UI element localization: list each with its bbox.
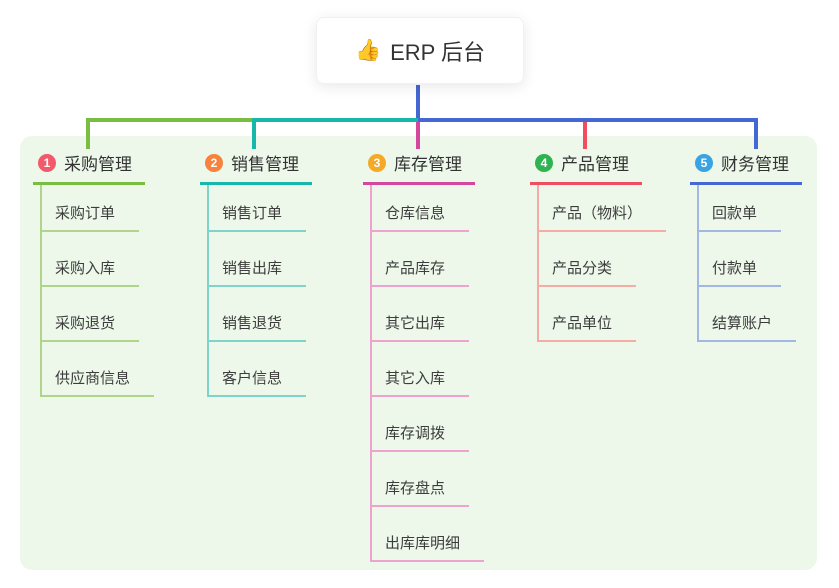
node-item[interactable]: 库存盘点 bbox=[370, 452, 470, 507]
topic-label: 产品管理 bbox=[561, 155, 629, 174]
thumbs-up-icon: 👍 bbox=[354, 39, 382, 62]
drop-connector-product bbox=[583, 122, 587, 149]
node-item[interactable]: 采购订单 bbox=[40, 185, 140, 232]
children-sales: 销售订单 销售出库 销售退货 客户信息 bbox=[207, 185, 312, 397]
node-item[interactable]: 销售退货 bbox=[207, 287, 307, 342]
badge-number-icon: 3 bbox=[368, 153, 386, 172]
node-item[interactable]: 销售订单 bbox=[207, 185, 307, 232]
root-trunk-connector bbox=[416, 85, 420, 118]
branch-finance: 5 财务管理 回款单 付款单 结算账户 bbox=[690, 148, 802, 342]
drop-connector-finance bbox=[754, 118, 758, 149]
node-item[interactable]: 采购退货 bbox=[40, 287, 140, 342]
node-item[interactable]: 回款单 bbox=[697, 185, 782, 232]
topic-label: 财务管理 bbox=[721, 155, 789, 174]
mindmap-canvas-panel bbox=[20, 136, 817, 570]
topic-purchase[interactable]: 1 采购管理 bbox=[33, 148, 145, 185]
node-item[interactable]: 付款单 bbox=[697, 232, 782, 287]
children-product: 产品（物料） 产品分类 产品单位 bbox=[537, 185, 667, 342]
node-item[interactable]: 其它出库 bbox=[370, 287, 470, 342]
node-item[interactable]: 产品单位 bbox=[537, 287, 637, 342]
node-item[interactable]: 产品分类 bbox=[537, 232, 637, 287]
branch-product: 4 产品管理 产品（物料） 产品分类 产品单位 bbox=[530, 148, 667, 342]
node-item[interactable]: 供应商信息 bbox=[40, 342, 155, 397]
bus-segment-purchase bbox=[86, 118, 254, 122]
node-item[interactable]: 产品（物料） bbox=[537, 185, 667, 232]
drop-connector-inventory bbox=[416, 122, 420, 149]
branch-sales: 2 销售管理 销售订单 销售出库 销售退货 客户信息 bbox=[200, 148, 312, 397]
drop-connector-sales bbox=[252, 118, 256, 149]
topic-sales[interactable]: 2 销售管理 bbox=[200, 148, 312, 185]
node-item[interactable]: 客户信息 bbox=[207, 342, 307, 397]
node-item[interactable]: 库存调拨 bbox=[370, 397, 470, 452]
root-node-label: ERP 后台 bbox=[390, 39, 486, 65]
badge-number-icon: 1 bbox=[38, 153, 56, 172]
children-purchase: 采购订单 采购入库 采购退货 供应商信息 bbox=[40, 185, 155, 397]
badge-number-icon: 5 bbox=[695, 153, 713, 172]
bus-segment-sales bbox=[252, 118, 418, 122]
topic-label: 库存管理 bbox=[394, 155, 462, 174]
bus-segment-finance bbox=[418, 118, 758, 122]
node-item[interactable]: 产品库存 bbox=[370, 232, 470, 287]
badge-number-icon: 4 bbox=[535, 153, 553, 172]
node-item[interactable]: 仓库信息 bbox=[370, 185, 470, 232]
topic-label: 销售管理 bbox=[231, 155, 299, 174]
node-item[interactable]: 结算账户 bbox=[697, 287, 797, 342]
branch-inventory: 3 库存管理 仓库信息 产品库存 其它出库 其它入库 库存调拨 库存盘点 出库库… bbox=[363, 148, 485, 562]
node-item[interactable]: 销售出库 bbox=[207, 232, 307, 287]
children-finance: 回款单 付款单 结算账户 bbox=[697, 185, 802, 342]
topic-label: 采购管理 bbox=[64, 155, 132, 174]
children-inventory: 仓库信息 产品库存 其它出库 其它入库 库存调拨 库存盘点 出库库明细 bbox=[370, 185, 485, 562]
topic-inventory[interactable]: 3 库存管理 bbox=[363, 148, 475, 185]
node-item[interactable]: 其它入库 bbox=[370, 342, 470, 397]
drop-connector-purchase bbox=[86, 118, 90, 149]
branch-purchase: 1 采购管理 采购订单 采购入库 采购退货 供应商信息 bbox=[33, 148, 155, 397]
topic-finance[interactable]: 5 财务管理 bbox=[690, 148, 802, 185]
node-item[interactable]: 出库库明细 bbox=[370, 507, 485, 562]
node-item[interactable]: 采购入库 bbox=[40, 232, 140, 287]
badge-number-icon: 2 bbox=[205, 153, 223, 172]
topic-product[interactable]: 4 产品管理 bbox=[530, 148, 642, 185]
root-node-erp[interactable]: 👍 ERP 后台 bbox=[316, 17, 524, 84]
